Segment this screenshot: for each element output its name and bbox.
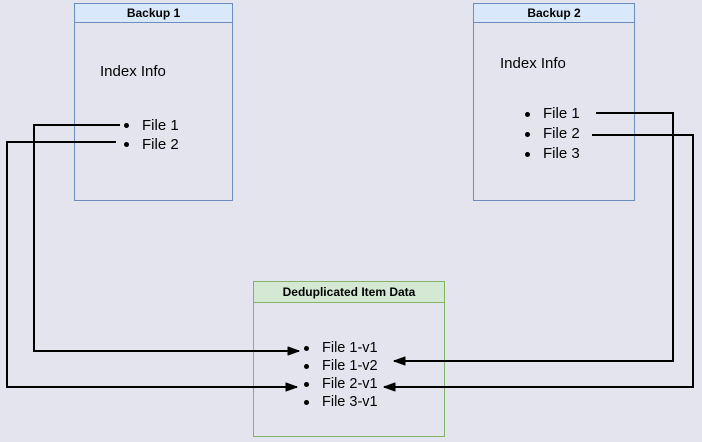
backup1-index-label: Index Info (100, 63, 166, 80)
backup2-title: Backup 2 (474, 4, 634, 23)
backup1-file-list: File 1 File 2 (123, 116, 179, 154)
backup1-box: Backup 1 Index Info File 1 File 2 (74, 3, 233, 201)
list-item-backup1-file2: File 2 (123, 135, 179, 154)
backup2-file-list: File 1 File 2 File 3 (524, 104, 580, 164)
backup1-title: Backup 1 (75, 4, 232, 23)
dedup-item-list: File 1-v1 File 1-v2 File 2-v1 File 3-v1 (303, 339, 378, 411)
backup2-box: Backup 2 Index Info File 1 File 2 File 3 (473, 3, 635, 201)
list-item-backup1-file1: File 1 (123, 116, 179, 135)
list-item-backup2-file3: File 3 (524, 144, 580, 164)
list-item-backup2-file2: File 2 (524, 124, 580, 144)
list-item-file2-v1: File 2-v1 (303, 375, 378, 393)
list-item-file1-v1: File 1-v1 (303, 339, 378, 357)
dedup-box: Deduplicated Item Data File 1-v1 File 1-… (253, 281, 445, 437)
list-item-backup2-file1: File 1 (524, 104, 580, 124)
list-item-file3-v1: File 3-v1 (303, 393, 378, 411)
list-item-file1-v2: File 1-v2 (303, 357, 378, 375)
dedup-title: Deduplicated Item Data (254, 282, 444, 303)
backup2-index-label: Index Info (500, 55, 566, 72)
